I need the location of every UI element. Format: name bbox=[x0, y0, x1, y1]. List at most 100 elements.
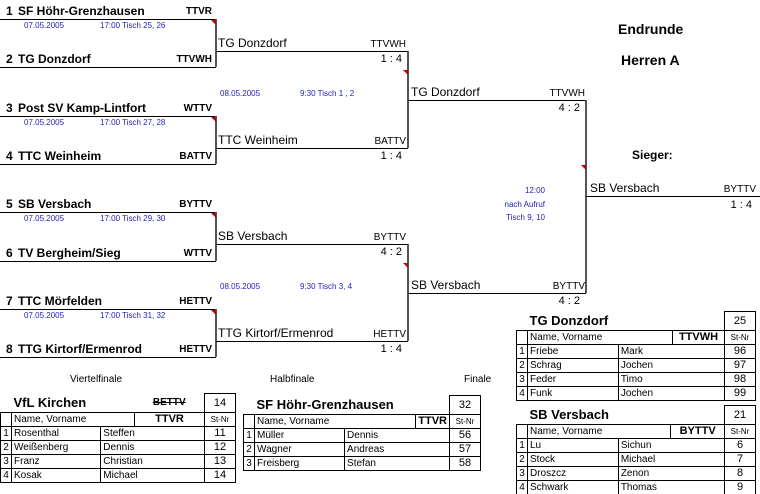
bracket-line bbox=[586, 196, 760, 197]
player-first-name: Steffen bbox=[100, 426, 205, 441]
team-name: SB Versbach bbox=[218, 229, 288, 243]
roster-team-name: VfL Kirchen bbox=[13, 395, 87, 411]
team-seed: 2 bbox=[6, 52, 13, 66]
player-last-name: Wagner bbox=[253, 442, 346, 457]
column-name-header: Name, Vorname bbox=[253, 414, 417, 429]
final-time: 12:00 bbox=[524, 186, 545, 195]
player-last-name: Weißenberg bbox=[10, 440, 102, 455]
team-federation: HETTV bbox=[373, 329, 406, 340]
player-first-name: Jochen bbox=[617, 358, 726, 373]
bracket-connector bbox=[215, 19, 217, 67]
match-score: 1 : 4 bbox=[380, 53, 402, 65]
page-subtitle: Herren A bbox=[621, 52, 680, 68]
bracket-line bbox=[216, 244, 408, 245]
player-number: 96 bbox=[724, 344, 756, 359]
team-seed: 8 bbox=[6, 342, 13, 356]
team-name: SB Versbach bbox=[411, 278, 481, 292]
player-first-name: Timo bbox=[617, 372, 726, 387]
round-label-quarterfinal: Viertelfinale bbox=[70, 374, 123, 385]
player-first-name: Zenon bbox=[617, 466, 726, 481]
player-last-name: Kosak bbox=[10, 468, 102, 483]
team-seed: 5 bbox=[6, 197, 13, 211]
match-score: 1 : 4 bbox=[380, 150, 402, 162]
team-federation: TTVWH bbox=[370, 39, 406, 50]
player-number: 57 bbox=[449, 442, 481, 457]
player-index: 1 bbox=[516, 344, 528, 359]
comment-marker-icon bbox=[403, 70, 408, 75]
player-number: 8 bbox=[724, 466, 756, 481]
column-name-header: Name, Vorname bbox=[526, 330, 674, 345]
player-index: 1 bbox=[0, 426, 12, 441]
column-federation-header: TTVR bbox=[415, 414, 450, 429]
roster-federation: BETTV bbox=[152, 397, 186, 409]
team-name: TTC Mörfelden bbox=[18, 294, 102, 308]
roster-team-name: TG Donzdorf bbox=[529, 313, 609, 329]
column-index-header bbox=[0, 412, 12, 427]
roster-team-number: 25 bbox=[724, 311, 756, 331]
team-name: TG Donzdorf bbox=[218, 36, 287, 50]
column-federation-header: TTVWH bbox=[672, 330, 725, 345]
column-index-header bbox=[516, 424, 528, 439]
bracket-line bbox=[408, 293, 586, 294]
roster-header-spacer bbox=[1, 394, 12, 413]
bracket-line bbox=[0, 357, 216, 358]
team-name: TV Bergheim/Sieg bbox=[18, 246, 121, 260]
comment-marker-icon bbox=[211, 20, 216, 25]
player-last-name: Schrag bbox=[527, 358, 619, 373]
bracket-line bbox=[408, 100, 586, 101]
player-number: 58 bbox=[449, 456, 481, 471]
roster-header-spacer bbox=[517, 406, 528, 425]
bracket-connector bbox=[215, 309, 217, 357]
match-time-table: 9:30 Tisch 1 , 2 bbox=[300, 89, 355, 98]
player-index: 2 bbox=[516, 452, 528, 467]
player-index: 3 bbox=[516, 372, 528, 387]
comment-marker-icon bbox=[211, 310, 216, 315]
player-number: 56 bbox=[449, 428, 481, 443]
match-date: 07.05.2005 bbox=[24, 21, 65, 30]
player-number: 11 bbox=[204, 426, 236, 441]
winner-federation: BYTTV bbox=[723, 184, 756, 195]
match-score: 4 : 2 bbox=[558, 102, 580, 114]
team-seed: 6 bbox=[6, 246, 13, 260]
player-last-name: Friebe bbox=[527, 344, 619, 359]
team-federation: WTTV bbox=[183, 103, 212, 114]
player-number: 99 bbox=[724, 386, 756, 401]
match-time-table: 17:00 Tisch 29, 30 bbox=[100, 214, 166, 223]
player-first-name: Dennis bbox=[100, 440, 205, 455]
match-date: 07.05.2005 bbox=[24, 214, 65, 223]
team-name: TTC Weinheim bbox=[218, 133, 298, 147]
bracket-connector bbox=[407, 51, 409, 148]
player-number: 7 bbox=[724, 452, 756, 467]
player-last-name: Droszcz bbox=[527, 466, 619, 481]
column-index-header bbox=[243, 414, 255, 429]
roster-team-number: 14 bbox=[204, 393, 236, 413]
roster-team-number: 21 bbox=[724, 405, 756, 425]
bracket-connector bbox=[215, 116, 217, 164]
bracket-line bbox=[216, 51, 408, 52]
column-number-header: St-Nr bbox=[204, 412, 236, 427]
match-date: 08.05.2005 bbox=[220, 282, 261, 291]
team-name: Post SV Kamp-Lintfort bbox=[18, 101, 146, 115]
roster-header: VfL Kirchen BETTV 14 bbox=[1, 393, 236, 413]
player-index: 1 bbox=[243, 428, 255, 443]
player-number: 14 bbox=[204, 468, 236, 483]
bracket-line bbox=[0, 116, 216, 117]
match-date: 07.05.2005 bbox=[24, 311, 65, 320]
winner-score: 1 : 4 bbox=[730, 199, 752, 211]
team-federation: BATTV bbox=[374, 136, 406, 147]
bracket-line bbox=[0, 164, 216, 165]
column-name-header: Name, Vorname bbox=[10, 412, 136, 427]
roster-team-number: 32 bbox=[449, 395, 481, 415]
